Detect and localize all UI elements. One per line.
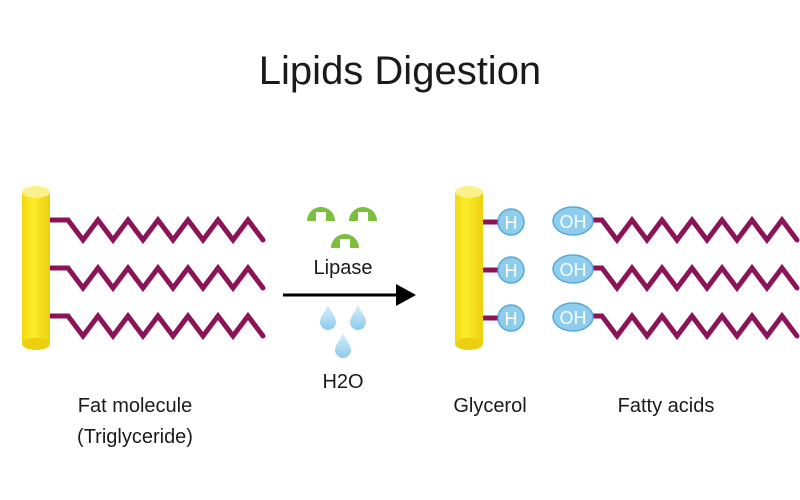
hydroxyl-group [552, 302, 594, 332]
fatty-acid-chain [47, 263, 266, 293]
fatty-acid: OH [552, 302, 800, 341]
fatty-acid: OH [552, 206, 800, 245]
lipase-enzymes [307, 207, 377, 248]
page-title: Lipids Digestion [259, 49, 541, 93]
hydrogen-label: H [505, 213, 518, 233]
triglyceride-molecule [22, 186, 266, 350]
fatty-acid-chain [591, 263, 800, 293]
triglyceride-label: (Triglyceride) [77, 426, 193, 448]
hydrogen-label: H [505, 309, 518, 329]
hydrogen-label: H [505, 261, 518, 281]
glycerol-backbone [22, 186, 50, 350]
lipase-enzyme-icon [331, 234, 359, 248]
water-drops [320, 305, 366, 358]
hydrogen-group: H [497, 256, 525, 284]
fat-molecule-label: Fat molecule [78, 395, 193, 417]
hydrogen-group: H [497, 208, 525, 236]
glycerol-molecule: H H H [455, 186, 525, 350]
fatty-acid-chains [47, 215, 266, 341]
water-label: H2O [322, 371, 363, 393]
hydroxyl-group [552, 206, 594, 236]
reaction-arrow [283, 284, 416, 306]
fatty-acid: OH [552, 254, 800, 293]
glycerol-label: Glycerol [453, 395, 526, 417]
hydroxyl-label: OH [560, 260, 587, 280]
lipase-label: Lipase [314, 257, 373, 279]
hydrogen-group: H [497, 304, 525, 332]
water-drop-icon [320, 305, 336, 330]
water-drop-icon [350, 305, 366, 330]
lipase-enzyme-icon [349, 207, 377, 221]
hydroxyl-label: OH [560, 308, 587, 328]
water-drop-icon [335, 333, 351, 358]
fatty-acids-label: Fatty acids [618, 395, 715, 417]
hydroxyl-group [552, 254, 594, 284]
lipase-enzyme-icon [307, 207, 335, 221]
fatty-acid-chain [47, 215, 266, 245]
fatty-acid-chain [591, 215, 800, 245]
hydroxyl-label: OH [560, 212, 587, 232]
fatty-acid-chain [47, 311, 266, 341]
fatty-acid-chain [591, 311, 800, 341]
fatty-acids: OH OH OH [552, 206, 800, 341]
